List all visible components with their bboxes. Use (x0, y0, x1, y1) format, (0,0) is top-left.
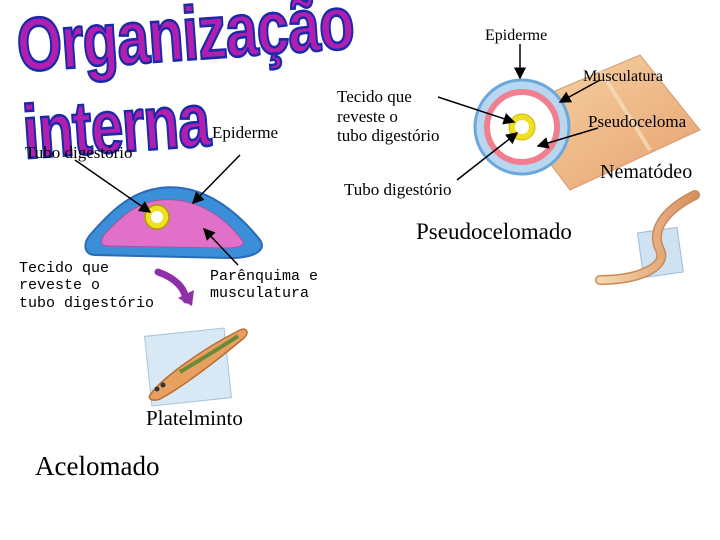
label-parenquima: Parênquima e musculatura (210, 268, 318, 303)
label-tubo-right: Tubo digestório (344, 180, 452, 200)
label-tubo-left: Tubo digestório (25, 143, 133, 163)
label-pseudoceloma: Pseudoceloma (588, 112, 686, 132)
flatworm-illustration (145, 328, 247, 406)
label-platelminto: Platelminto (146, 406, 243, 430)
curved-arrow-icon (158, 272, 194, 306)
label-nematodeo: Nematódeo (600, 161, 692, 184)
acelomate-section (85, 187, 262, 258)
label-pseudocelomado: Pseudocelomado (416, 219, 572, 245)
label-tecido-left: Tecido que reveste o tubo digestório (19, 260, 154, 312)
label-musculatura: Musculatura (583, 68, 663, 86)
nematode-illustration (600, 195, 695, 280)
label-tecido-top: Tecido que reveste o tubo digestório (337, 87, 439, 146)
label-epiderme-top: Epiderme (485, 27, 547, 45)
label-epiderme-left: Epiderme (212, 123, 278, 143)
label-acelomado: Acelomado (35, 451, 159, 482)
